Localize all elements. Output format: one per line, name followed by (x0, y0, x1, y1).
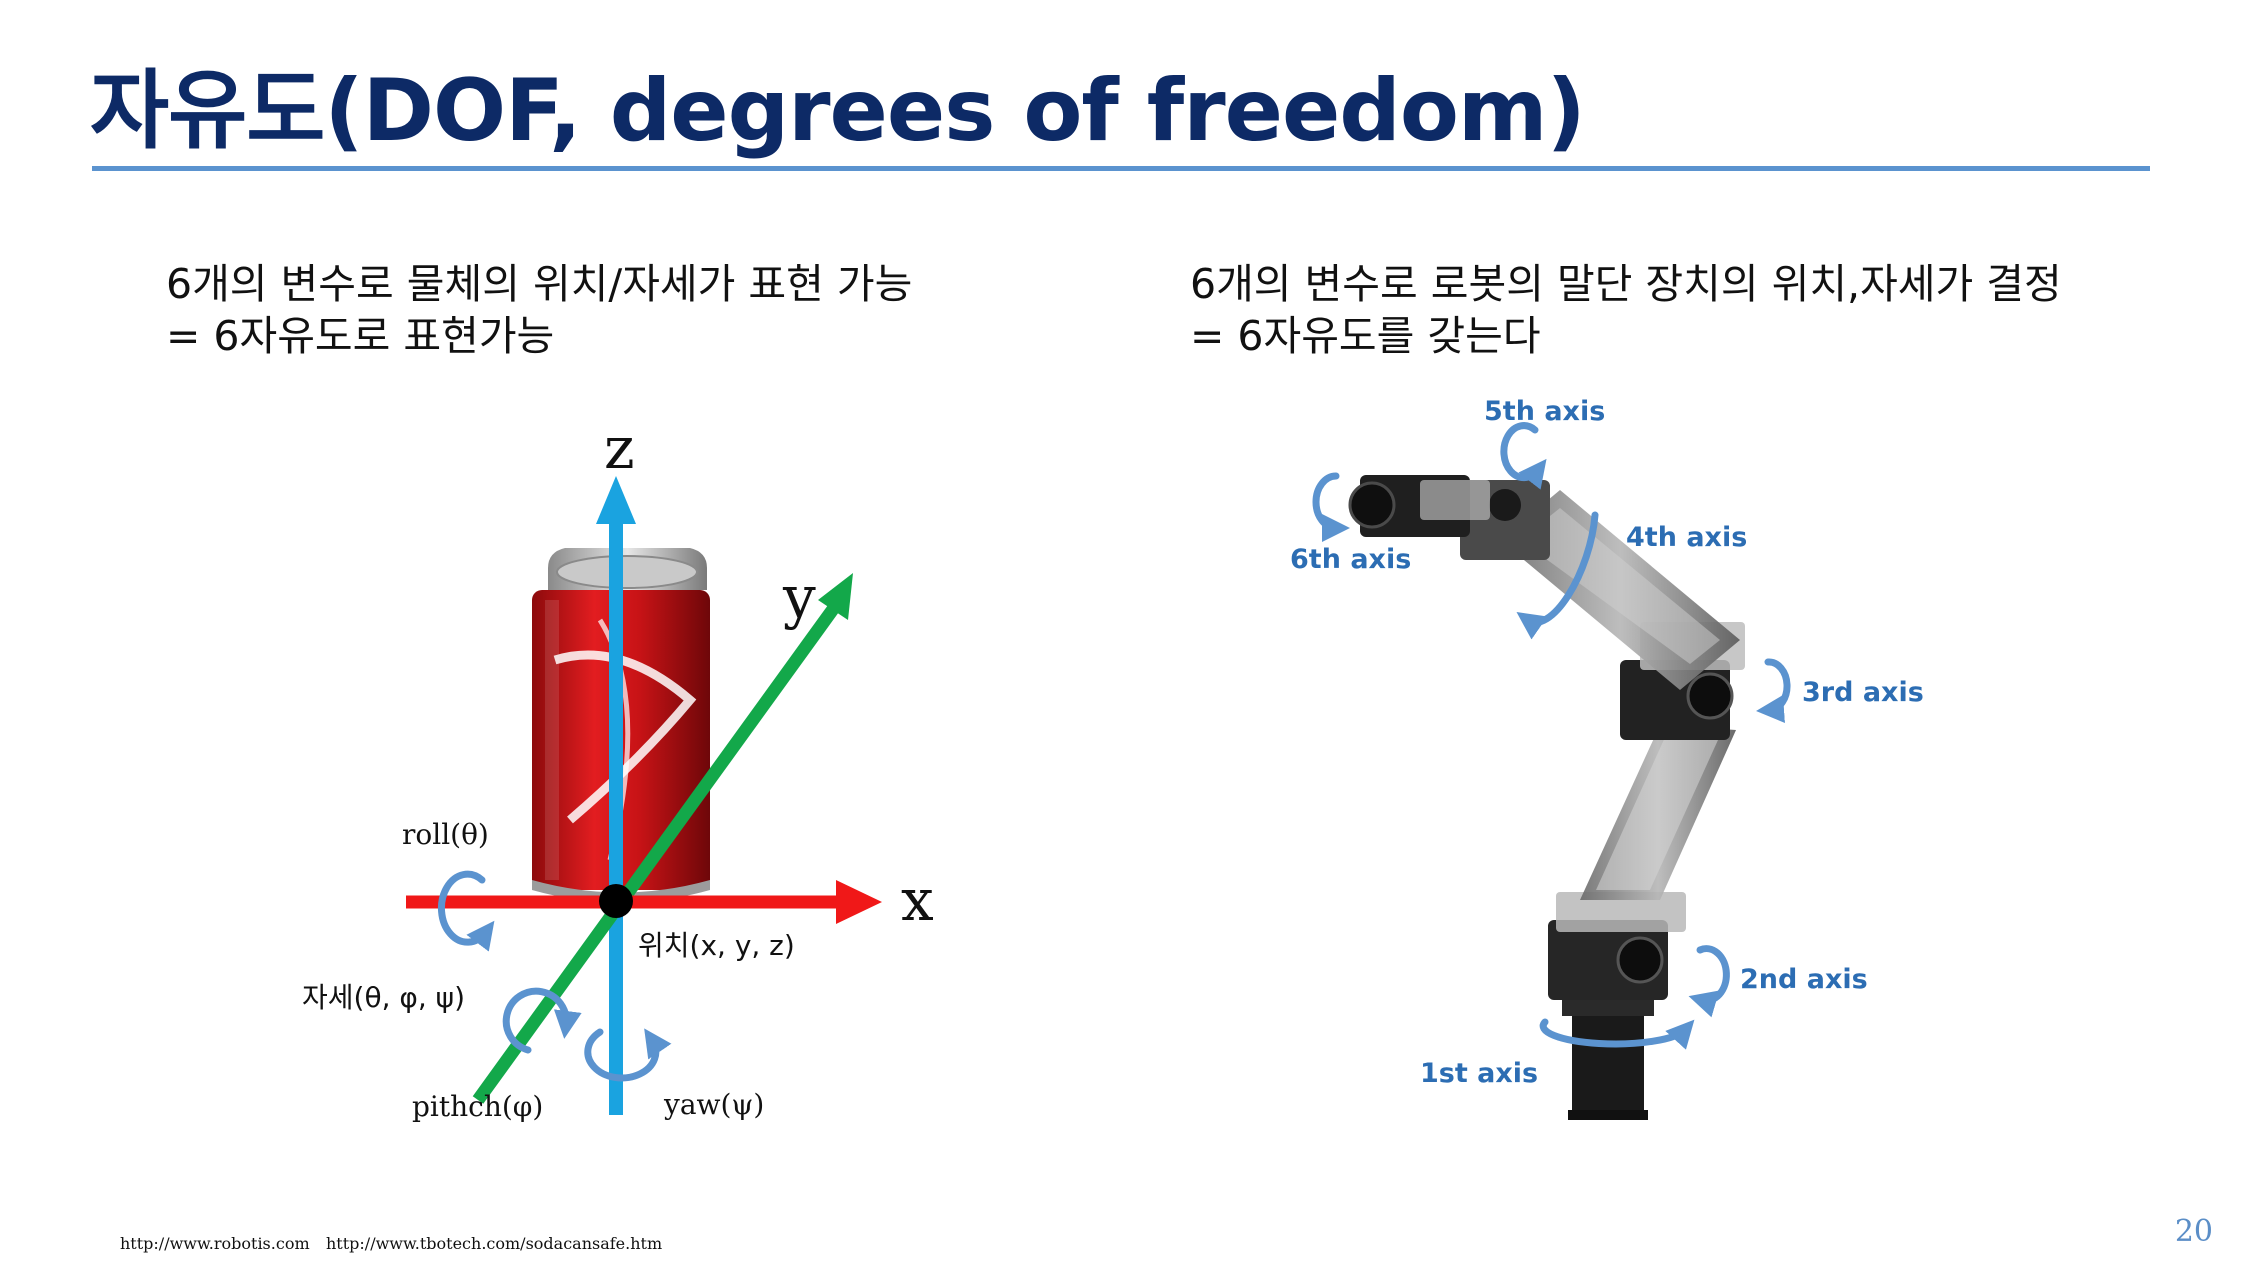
origin-point (599, 884, 633, 918)
pitch-rotation-icon (502, 987, 582, 1054)
robot-rotation-arrows (1312, 422, 1791, 1050)
x-axis-label: x (901, 866, 934, 934)
axis5-rotation-icon (1500, 422, 1547, 490)
axis2-rotation-icon (1688, 945, 1730, 1018)
yaw-label: yaw(ψ) (664, 1088, 765, 1121)
axis4-rotation-icon (1516, 511, 1599, 640)
axis6-label: 6th axis (1290, 544, 1412, 575)
axis2-label: 2nd axis (1740, 964, 1868, 995)
axis3-label: 3rd axis (1802, 677, 1924, 708)
right-desc-line1: 6개의 변수로 로봇의 말단 장치의 위치,자세가 결정 (1190, 260, 2062, 308)
left-desc-line2: = 6자유도로 표현가능 (166, 312, 555, 360)
pitch-label: pithch(φ) (412, 1090, 544, 1123)
axis1-rotation-icon (1539, 1018, 1695, 1050)
roll-label: roll(θ) (402, 818, 489, 851)
roll-rotation-icon (437, 870, 495, 952)
posture-label: 자세(θ, φ, ψ) (302, 981, 466, 1014)
y-axis (472, 573, 853, 1104)
source-link-1[interactable]: http://www.robotis.com (120, 1234, 310, 1253)
yaw-rotation-icon (584, 1028, 672, 1082)
axis4-label: 4th axis (1626, 522, 1748, 553)
left-desc-line1: 6개의 변수로 물체의 위치/자세가 표현 가능 (166, 260, 913, 308)
axis6-rotation-icon (1312, 472, 1350, 542)
left-description: 6개의 변수로 물체의 위치/자세가 표현 가능 = 6자유도로 표현가능 (166, 258, 912, 362)
axis5-label: 5th axis (1484, 396, 1606, 427)
axis1-label: 1st axis (1420, 1058, 1539, 1089)
slide-title: 자유도(DOF, degrees of freedom) (90, 61, 1586, 161)
z-axis-label: z (604, 414, 635, 482)
title-underline (92, 166, 2150, 171)
source-link-2[interactable]: http://www.tbotech.com/sodacansafe.htm (326, 1234, 663, 1253)
right-desc-line2: = 6자유도를 갖는다 (1190, 312, 1541, 360)
z-axis (596, 476, 636, 1115)
y-axis-label: y (783, 563, 816, 631)
robot-arm (1348, 475, 1745, 1120)
axis3-rotation-icon (1756, 658, 1791, 723)
page-number: 20 (2174, 1214, 2213, 1249)
position-label: 위치(x, y, z) (638, 929, 795, 962)
right-description: 6개의 변수로 로봇의 말단 장치의 위치,자세가 결정 = 6자유도를 갖는다 (1190, 258, 2062, 362)
rotation-arrows (437, 870, 672, 1082)
